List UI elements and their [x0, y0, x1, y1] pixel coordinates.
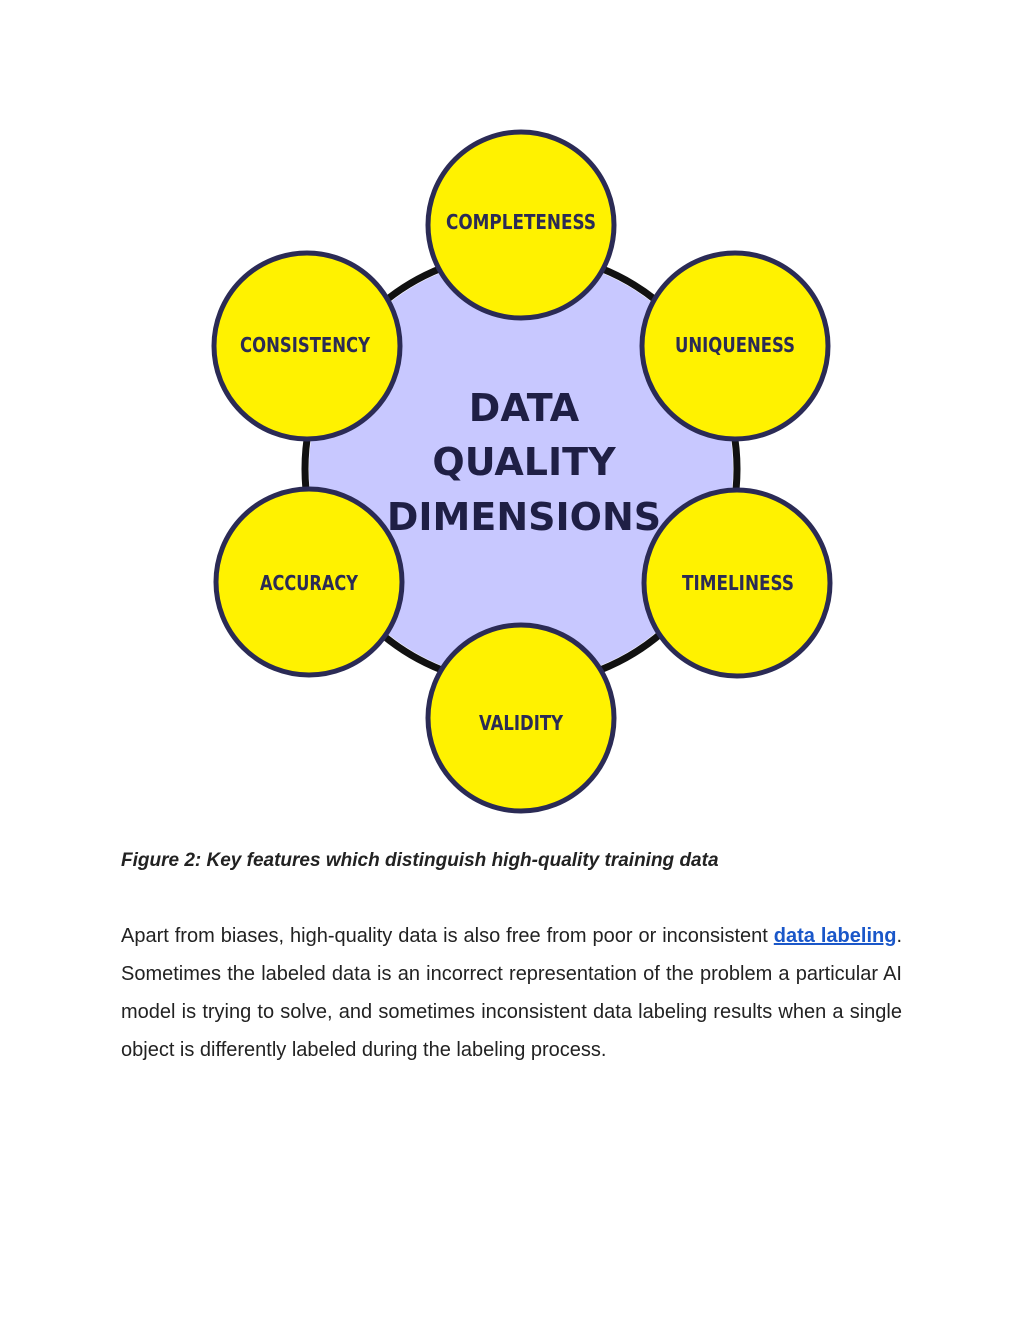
paragraph-text-after-link: . Sometimes the labeled data is an incor…: [121, 925, 902, 1061]
node-label-timeliness: TIMELINESS: [682, 571, 794, 595]
center-circle: [309, 257, 733, 681]
data-labeling-link[interactable]: data labeling: [773, 925, 897, 947]
node-validity: VALIDITY: [425, 622, 617, 814]
node-label-accuracy: ACCURACY: [260, 571, 358, 595]
node-label-consistency: CONSISTENCY: [240, 333, 370, 357]
center-label-line-3: DIMENSIONS: [387, 495, 661, 539]
center-label-line-2: QUALITY: [432, 440, 616, 484]
data-quality-diagram: DATA QUALITY DIMENSIONS COMPLETENESS UNI…: [211, 129, 833, 814]
node-label-completeness: COMPLETENESS: [446, 210, 596, 234]
figure-caption: Figure 2: Key features which distinguish…: [121, 850, 719, 871]
paragraph-text-before-link: Apart from biases, high-quality data is …: [121, 925, 774, 947]
node-consistency: CONSISTENCY: [211, 250, 403, 442]
node-accuracy: ACCURACY: [213, 486, 405, 678]
node-label-uniqueness: UNIQUENESS: [675, 333, 795, 357]
node-timeliness: TIMELINESS: [641, 487, 833, 679]
center-label-line-1: DATA: [469, 386, 580, 430]
node-label-validity: VALIDITY: [479, 711, 563, 735]
node-uniqueness: UNIQUENESS: [639, 250, 831, 442]
node-completeness: COMPLETENESS: [425, 129, 617, 321]
body-paragraph: Apart from biases, high-quality data is …: [121, 917, 902, 1069]
